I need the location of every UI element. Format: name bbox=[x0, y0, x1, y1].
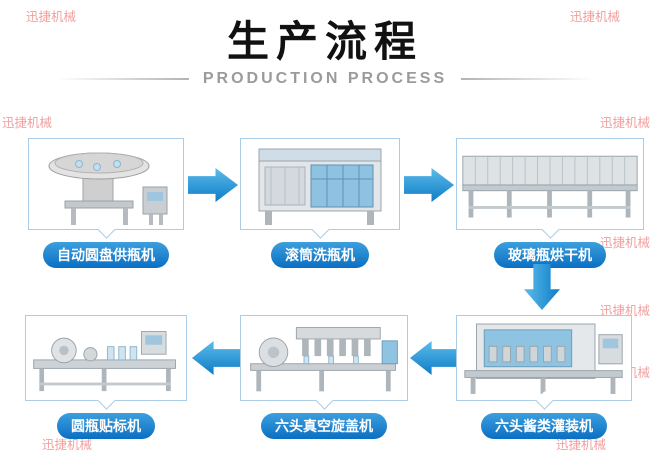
step-label-bottle-labeler: 圆瓶贴标机 bbox=[57, 413, 155, 439]
vacuum-capper-illustration bbox=[250, 327, 398, 392]
sauce-filler-illustration bbox=[464, 323, 623, 394]
subtitle-row: PRODUCTION PROCESS bbox=[0, 70, 650, 88]
watermark: 迅捷机械 bbox=[600, 116, 650, 130]
step-label-vacuum-capper: 六头真空旋盖机 bbox=[261, 413, 387, 439]
step-bottle-dryer: 玻璃瓶烘干机 bbox=[456, 138, 644, 268]
arrow-step5-to-step6 bbox=[192, 341, 240, 375]
step-bottle-washer: 滚筒洗瓶机 bbox=[240, 138, 400, 268]
step-label-bottle-feeder: 自动圆盘供瓶机 bbox=[43, 242, 169, 268]
vacuum-capper-image bbox=[240, 315, 408, 401]
watermark: 迅捷机械 bbox=[600, 236, 650, 250]
step-label-sauce-filler: 六头酱类灌装机 bbox=[481, 413, 607, 439]
step-bottle-labeler: 圆瓶贴标机 bbox=[25, 315, 187, 439]
bottle-labeler-image bbox=[25, 315, 187, 401]
step-vacuum-capper: 六头真空旋盖机 bbox=[240, 315, 408, 439]
bottle-dryer-illustration bbox=[462, 155, 638, 218]
bottle-dryer-image bbox=[456, 138, 644, 230]
watermark: 迅捷机械 bbox=[600, 304, 650, 318]
arrow-step2-to-step3 bbox=[404, 168, 454, 202]
watermark: 迅捷机械 bbox=[570, 10, 621, 24]
subtitle-line-left bbox=[56, 78, 189, 80]
bottle-washer-illustration bbox=[258, 148, 382, 225]
page-title: 生产流程 bbox=[226, 18, 423, 65]
bottle-labeler-illustration bbox=[33, 331, 176, 392]
watermark: 迅捷机械 bbox=[42, 438, 93, 452]
step-label-bottle-dryer: 玻璃瓶烘干机 bbox=[494, 242, 606, 268]
watermark: 迅捷机械 bbox=[556, 438, 607, 452]
sauce-filler-image bbox=[456, 315, 632, 401]
arrow-step1-to-step2 bbox=[188, 168, 238, 202]
bottle-feeder-illustration bbox=[48, 152, 168, 225]
arrow-step3-to-step4 bbox=[524, 264, 560, 310]
arrow-step4-to-step5 bbox=[410, 341, 458, 375]
bottle-feeder-image bbox=[28, 138, 184, 230]
subtitle-line-right bbox=[461, 78, 594, 80]
step-bottle-feeder: 自动圆盘供瓶机 bbox=[28, 138, 184, 268]
step-sauce-filler: 六头酱类灌装机 bbox=[456, 315, 632, 439]
bottle-washer-image bbox=[240, 138, 400, 230]
step-label-bottle-washer: 滚筒洗瓶机 bbox=[271, 242, 369, 268]
watermark: 迅捷机械 bbox=[2, 116, 53, 130]
page-subtitle: PRODUCTION PROCESS bbox=[202, 70, 448, 87]
watermark: 迅捷机械 bbox=[26, 10, 77, 24]
